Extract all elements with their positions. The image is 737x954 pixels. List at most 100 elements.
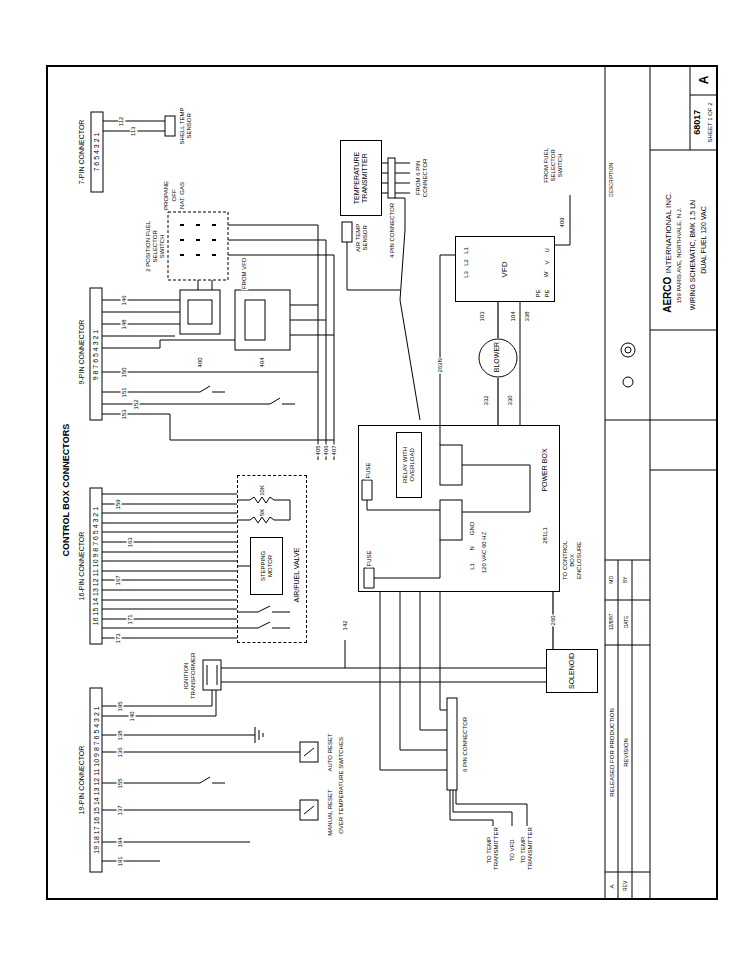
wire-number: 260 [550,614,557,626]
connector-bar [91,112,103,192]
schematic-label: PE [535,288,542,298]
schematic-label: 155 [117,777,124,789]
schematic-label: 9-PIN CONNECTOR [78,319,86,386]
schematic-label: 153 [121,408,128,420]
wire [367,465,530,578]
schematic-label: 405 [315,444,322,456]
schematic-label: 150 [121,366,128,378]
schematic-label: 171 [127,613,134,625]
schematic-label: FROM FUEL SELECTOR SWITCH [543,139,564,191]
schematic-label: OFF [171,188,178,202]
schematic-label: 136 [117,746,124,758]
relay-contact [440,445,462,485]
schematic-label: L1 [462,246,469,255]
schematic-label: FUSE [365,461,372,479]
schematic-label: A [698,75,712,86]
schematic-label: A [609,883,616,889]
schematic-label: TO VFD [509,838,516,862]
schematic-label: REVISION [622,737,629,768]
wire-connector [497,378,498,425]
schematic-label: TO TEMP. TRANSMITTER [520,829,534,871]
schematic-label: 4 PIN CONNECTOR [389,201,396,258]
schematic-label: V [544,259,551,265]
schematic-label: 16-PIN CONNECTOR [78,531,86,602]
connector-bar [447,698,457,790]
relay-symbol [180,290,220,334]
schematic-label: SHEET 1 OF 2 [707,101,714,143]
schematic-label: NAT. GAS [179,180,186,209]
schematic-label: 167 [115,574,122,586]
connector-bar [90,688,102,872]
ground-symbol [255,727,263,743]
logo-symbol [625,347,631,353]
title-block-lines [605,66,717,899]
schematic-label: DESCRIPTION [609,162,615,198]
solenoid-box: SOLENOID [546,649,598,693]
switch-symbol [200,748,314,814]
schematic-label: 281L1 [541,526,548,545]
schematic-label: 191 [117,855,124,867]
node-text: SOLENOID [568,652,576,690]
relay-box: RELAY WITH OVERLOAD [396,432,422,498]
schematic-label: 146 [121,294,128,306]
node-text: RELAY WITH OVERLOAD [402,435,416,495]
logo-symbol [623,377,633,387]
schematic-label: 159 PARIS AVE, NORTHVALE, N.J. [676,206,683,304]
wire [450,790,527,826]
schematic-label: DATE [623,614,629,629]
node-text: TEMPERATURE TRANSMITTER [353,143,369,213]
schematic-label: 140 [129,710,136,722]
schematic-label: U [544,247,551,253]
schematic-label: 407 [331,444,338,456]
schematic-label: DUAL FUEL 120 VAC [699,205,707,274]
schematic-label: L1 [468,562,475,571]
wire [347,195,570,445]
valve-outline: AIR/FUEL VALVESTEPPING MOTOR [237,475,307,643]
schematic-label: 120 VAC 60 HZ [481,530,488,574]
schematic-label: 148 [121,318,128,330]
relay-symbol [235,290,290,350]
schematic-label: INTERNATIONAL INC. [664,190,673,273]
schematic-label: 10K [258,484,265,497]
schematic-label: SHELL TEMP SENSOR [179,105,193,147]
schematic-label: 152 [133,398,140,410]
transformer-coil [207,665,217,685]
schematic-label: 142 [342,619,349,631]
schematic-label: 9 8 7 6 5 4 3 2 1 [92,329,100,382]
schematic-label: MD [609,575,615,585]
diagram-title: CONTROL BOX CONNECTORS [61,423,71,558]
schematic-label: 68017 [692,109,702,136]
switch-symbol [237,500,290,628]
schematic-label: 163 [127,536,134,548]
schematic-label: 173 [115,632,122,644]
schematic-label: TO CONTROL BOX ENCLOSURE [562,539,583,581]
schematic-label: 103 [479,310,486,322]
relay-contact [440,500,462,540]
schematic-label: 137 [117,804,124,816]
schematic-label: AERCO [662,276,674,314]
relay-coil [188,300,212,324]
schematic-label: 2 POSITION FUEL SELECTOR SWITCH [145,217,166,275]
schematic-label: 6 PIN CONNECTOR [462,715,469,772]
schematic-label: 195 [117,700,124,712]
wire [102,640,546,716]
schematic-label: GND [469,520,476,535]
schematic-label: 7 6 5 4 3 2 1 [93,132,101,173]
selector-switch-outline [168,212,228,280]
schematic-label: 16 15 14 13 12 11 10 9 8 7 6 5 4 3 2 1 [92,506,100,626]
schematic-label: 112 [118,115,125,127]
schematic-label: 138 [117,729,124,741]
schematic-label: N [469,545,476,551]
wire [380,592,447,770]
schematic-label: WIRING SCHEMATIC, BMK 1.5 LN [689,199,697,311]
schematic-label: 330 [507,394,514,406]
schematic-label: AUTO RESET [327,732,334,772]
schematic-label: 338 [524,310,531,322]
schematic-label: 404 [259,356,266,368]
schematic-label: TO TEMP. TRANSMITTER [486,829,500,871]
power-box: POWER BOXRELAY WITH OVERLOAD [358,425,560,592]
schematic-label: IGNITION TRANSFORMER [183,650,197,702]
relay-coil [245,300,265,340]
switch-terminal [180,225,216,255]
sensor-symbol [342,222,352,242]
